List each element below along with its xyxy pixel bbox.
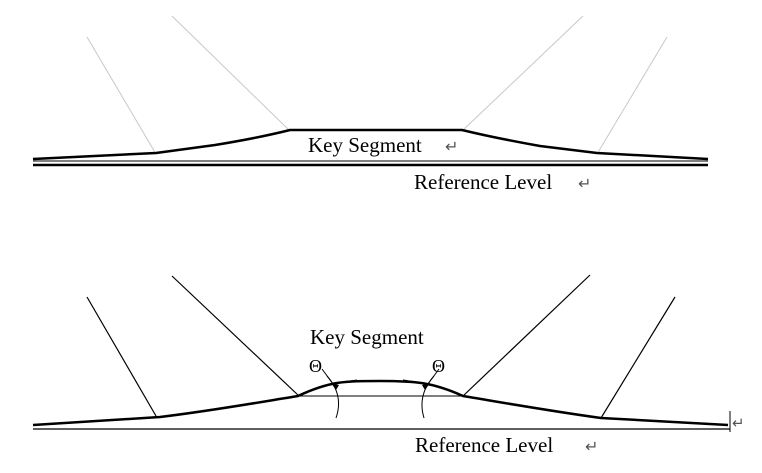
top-reference-level-label: Reference Level [414, 170, 552, 194]
bottom-key-segment-label: Key Segment [310, 325, 424, 349]
angle-arrowhead-right [422, 383, 430, 390]
bottom-guide-line-inner-left [171, 275, 300, 397]
angle-arrowhead-left [331, 383, 339, 390]
crest-tick-right [402, 379, 431, 385]
top-guide-line-outer-right [596, 36, 668, 155]
top-key-segment-label: Key Segment [308, 133, 422, 157]
bottom-embankment-profile [32, 379, 729, 427]
top-guide-line-inner-left [171, 15, 291, 132]
crest-tick-left [329, 379, 358, 385]
edge-return-mark: ↵ [732, 414, 745, 432]
angle-label-right: Θ [432, 356, 445, 376]
angle-label-left: Θ [309, 356, 322, 376]
top-guide-line-inner-right [461, 15, 584, 132]
top-panel: Key Segment ↵ Reference Level ↵ [32, 15, 709, 194]
bottom-reference-level-mark: ↵ [585, 437, 598, 456]
top-guide-line-outer-left [86, 36, 157, 155]
top-embankment-profile [32, 128, 709, 161]
top-key-segment-mark: ↵ [445, 137, 458, 156]
bottom-guide-line-outer-left [86, 296, 157, 417]
bottom-panel: Key Segment Θ Θ Reference Level ↵ ↵ [32, 274, 745, 457]
bottom-reference-level-label: Reference Level [415, 433, 553, 457]
bottom-guide-line-outer-right [600, 296, 676, 419]
top-reference-level-mark: ↵ [578, 174, 591, 193]
bottom-guide-line-inner-right [462, 274, 591, 397]
